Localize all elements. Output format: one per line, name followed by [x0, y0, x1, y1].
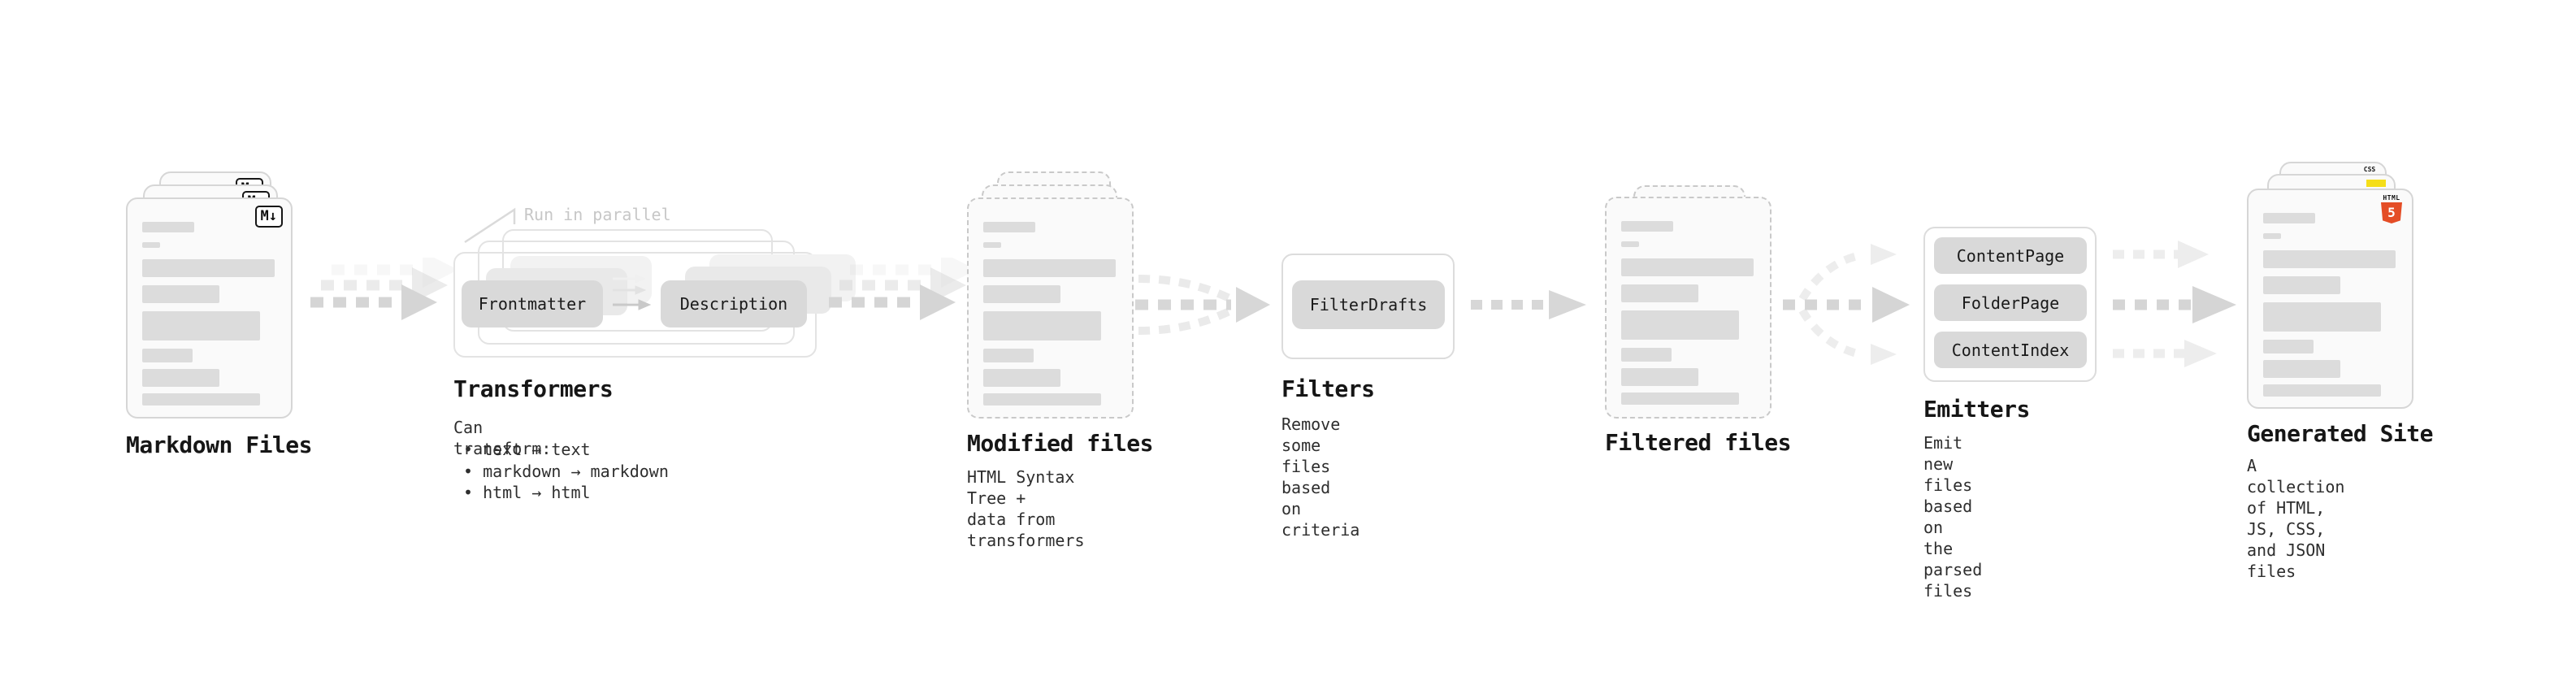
generated-site-desc: A collection of HTML, JS, CSS, and JSON … [2247, 456, 2345, 581]
transformers-title: Transformers [453, 375, 614, 402]
filterdrafts-pill: FilterDrafts [1292, 280, 1445, 329]
filters-desc: Remove some files based on criteria [1281, 414, 1360, 540]
arrow-modified-to-filters [1135, 275, 1270, 335]
contentindex-pill: ContentIndex [1934, 332, 2087, 368]
filters-title: Filters [1281, 375, 1375, 402]
arrow-transformers-to-modified [829, 258, 972, 320]
parallel-run-arrows [613, 274, 652, 310]
markdown-files-label: Markdown Files [126, 432, 313, 458]
emitters-desc: Emit new files based on the parsed files [1923, 433, 1983, 601]
note-leader-line [464, 207, 516, 244]
description-pill: Description [661, 280, 807, 327]
filtered-file-card-front [1605, 197, 1772, 419]
markdown-icon: M↓ [254, 206, 283, 228]
js-icon [2366, 180, 2386, 187]
folderpage-pill: FolderPage [1934, 284, 2087, 321]
modified-file-card-front [967, 197, 1134, 419]
document-skeleton-lines [1607, 198, 1770, 417]
modified-files-desc: HTML Syntax Tree + data from transformer… [967, 467, 1085, 550]
markdown-file-card-front: M↓ [126, 197, 293, 419]
filtered-files-label: Filtered files [1605, 429, 1792, 456]
modified-files-label: Modified files [967, 430, 1154, 457]
arrow-emitters-to-site [2113, 241, 2236, 367]
arrow-markdown-to-transformers [310, 258, 453, 320]
contentpage-pill: ContentPage [1934, 237, 2087, 274]
frontmatter-pill: Frontmatter [462, 280, 603, 327]
document-skeleton-lines [969, 199, 1132, 417]
generated-site-label: Generated Site [2247, 420, 2434, 447]
transform-bullet: • text → text [463, 440, 591, 459]
emitters-title: Emitters [1923, 396, 2030, 423]
transformers-bullet-list: • text → text • markdown → markdown • ht… [463, 439, 669, 504]
html5-icon: HTML 5 [2379, 194, 2404, 223]
site-file-card-front: HTML 5 [2247, 189, 2413, 409]
transform-bullet: • markdown → markdown [463, 461, 669, 481]
document-skeleton-lines [128, 199, 291, 417]
document-skeleton-lines [2249, 190, 2412, 407]
transform-bullet: • html → html [463, 483, 591, 502]
run-in-parallel-note: Run in parallel [524, 205, 671, 224]
arrow-filtered-to-emitters [1783, 244, 1910, 365]
transformers-desc-heading: Can transform: [453, 418, 552, 458]
arrow-filters-to-filtered [1471, 290, 1586, 319]
